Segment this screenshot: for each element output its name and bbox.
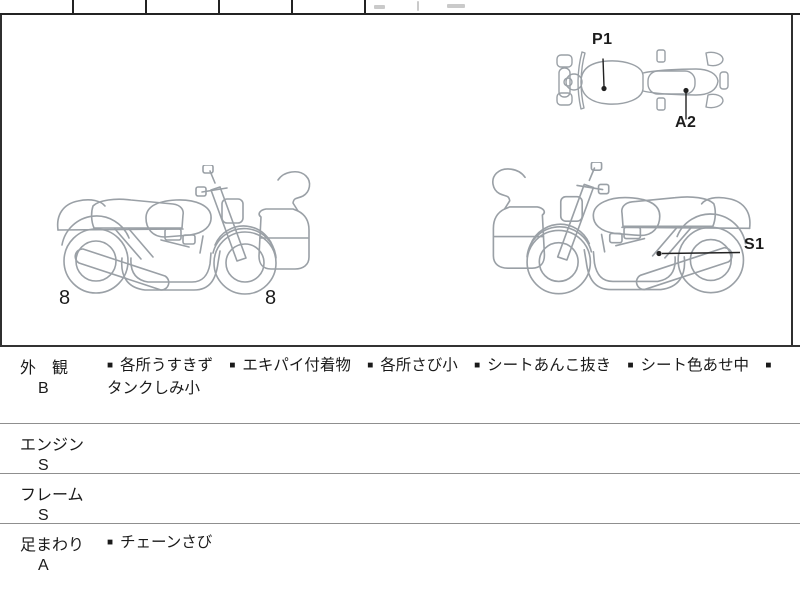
defect-items [107,424,800,473]
defect-items [107,474,800,523]
defect-text: エキパイ付着物 [242,357,351,374]
header-cell-divider [291,0,293,13]
inspection-row-undercarriage: 足まわり A ■ チェーンさび [0,523,800,600]
row-name: エンジン [20,437,85,454]
defect-item: ■ タンクしみ小 [107,357,778,397]
label-a2: A2 [675,114,697,131]
inspection-row-engine: エンジン S [0,423,800,474]
defect-text: チェーンさび [120,534,213,551]
defect-text: タンクしみ小 [107,380,201,397]
header-cell-divider [145,0,147,13]
sheet-left-border [0,0,2,600]
mark-8-rear: 8 [59,287,71,309]
inspection-table: 外 観 B ■ 各所うすきず ■ エキパイ付着物 ■ 各所さび小 ■ シートあんこ抜き … [0,345,800,600]
tail-tip-top-view [719,71,729,90]
seat-top-view [647,70,696,95]
label-s1: S1 [744,236,765,253]
row-label-exterior: 外 観 B [0,347,107,423]
clipped-header-row [0,0,800,15]
header-cell-divider [72,0,74,13]
condition-diagram-area: P1 A2 S1 8 8 [0,15,800,345]
headlight-inner [563,77,573,87]
defect-text: 各所さび小 [380,357,458,374]
bullet-icon: ■ [229,360,236,371]
row-name: 足まわり [20,537,85,554]
front-tire-top-view [558,67,571,98]
sheet-right-border [791,0,793,600]
grade-value: B [38,380,49,397]
windscreen-top-view [577,51,586,110]
defect-item: ■ シートあんこ抜き [474,357,611,374]
rear-flap-bottom [705,93,724,109]
grade-value: A [38,557,49,574]
defect-item: ■ 各所さび小 [367,357,458,374]
motorcycle-top-view [546,49,731,111]
bullet-icon: ■ [367,360,374,371]
header-cell-divider [364,0,366,13]
grade-value: S [38,507,49,524]
mirror-bottom [556,92,573,106]
fuel-tank-top-view [580,60,644,105]
defect-items: ■ 各所うすきず ■ エキパイ付着物 ■ 各所さび小 ■ シートあんこ抜き ■ シート色あ… [107,347,800,423]
footpeg-top [656,49,666,63]
row-label-frame: フレーム S [0,474,107,524]
bullet-icon: ■ [627,360,634,371]
inspection-row-exterior: 外 観 B ■ 各所うすきず ■ エキパイ付着物 ■ 各所さび小 ■ シートあんこ抜き … [0,345,800,423]
defect-item: ■ 各所うすきず [107,357,213,374]
row-name: フレーム [20,487,84,504]
rear-body-top-view [642,68,719,96]
defect-text: シート色あせ中 [640,357,750,374]
defect-text: シートあんこ抜き [487,357,612,374]
clipped-text-fragment [447,4,465,8]
mark-8-front: 8 [265,287,277,309]
rear-flap-top [705,51,724,67]
defect-text: 各所うすきず [120,357,214,374]
mirror-top [556,54,573,68]
row-label-undercarriage: 足まわり A [0,524,107,600]
footpeg-bottom [656,97,666,111]
bullet-icon: ■ [107,537,114,548]
defect-item: ■ エキパイ付着物 [229,357,351,374]
bullet-icon: ■ [107,360,114,371]
row-label-engine: エンジン S [0,424,107,474]
motorcycle-right-side-view [483,162,761,310]
header-cell-divider [218,0,220,13]
defect-items: ■ チェーンさび [107,524,800,600]
label-p1: P1 [592,31,613,48]
clipped-text-fragment [417,1,419,11]
defect-item: ■ シート色あせ中 [628,357,750,374]
defect-item: ■ チェーンさび [107,534,212,551]
bullet-icon: ■ [474,360,481,371]
grade-value: S [38,457,49,474]
headlight-top-view [565,73,583,91]
row-name: 外 観 [20,360,69,377]
bullet-icon: ■ [765,360,772,371]
inspection-row-frame: フレーム S [0,473,800,524]
clipped-text-fragment [374,5,385,9]
